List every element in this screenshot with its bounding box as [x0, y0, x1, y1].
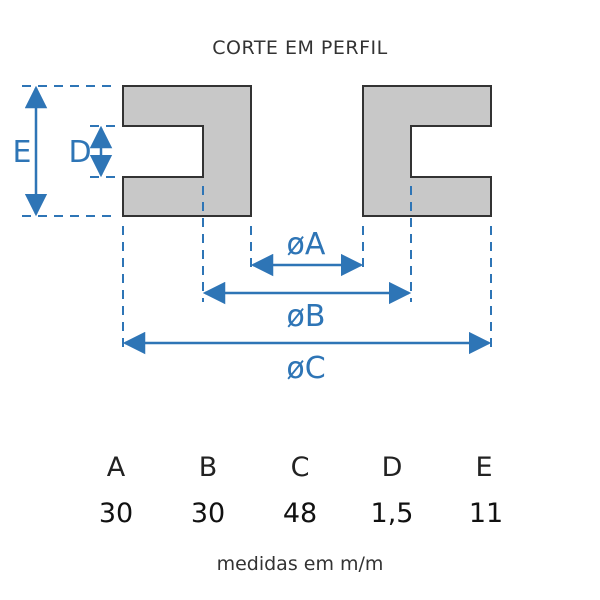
units-note: medidas em m/m — [216, 553, 384, 575]
left-section — [122, 85, 252, 217]
table-header-c: C — [290, 452, 310, 483]
table-header-a: A — [106, 452, 126, 483]
table-value-d: 1,5 — [370, 498, 414, 529]
dim-E-label: E — [13, 135, 32, 170]
dim-C-label: øC — [286, 351, 325, 386]
table-header-e: E — [475, 452, 493, 483]
table-value-e: 11 — [468, 498, 504, 529]
dim-D-label: D — [68, 135, 91, 170]
dim-A-label: øA — [287, 227, 326, 262]
table-value-c: 48 — [282, 498, 318, 529]
dim-B-label: øB — [287, 299, 326, 334]
table-header-d: D — [381, 452, 403, 483]
table-value-a: 30 — [98, 498, 134, 529]
right-section — [362, 85, 492, 217]
dimension-arrows — [24, 85, 492, 355]
table-value-b: 30 — [190, 498, 226, 529]
diagram-title: CORTE EM PERFIL — [212, 37, 388, 59]
table-header-b: B — [198, 452, 218, 483]
